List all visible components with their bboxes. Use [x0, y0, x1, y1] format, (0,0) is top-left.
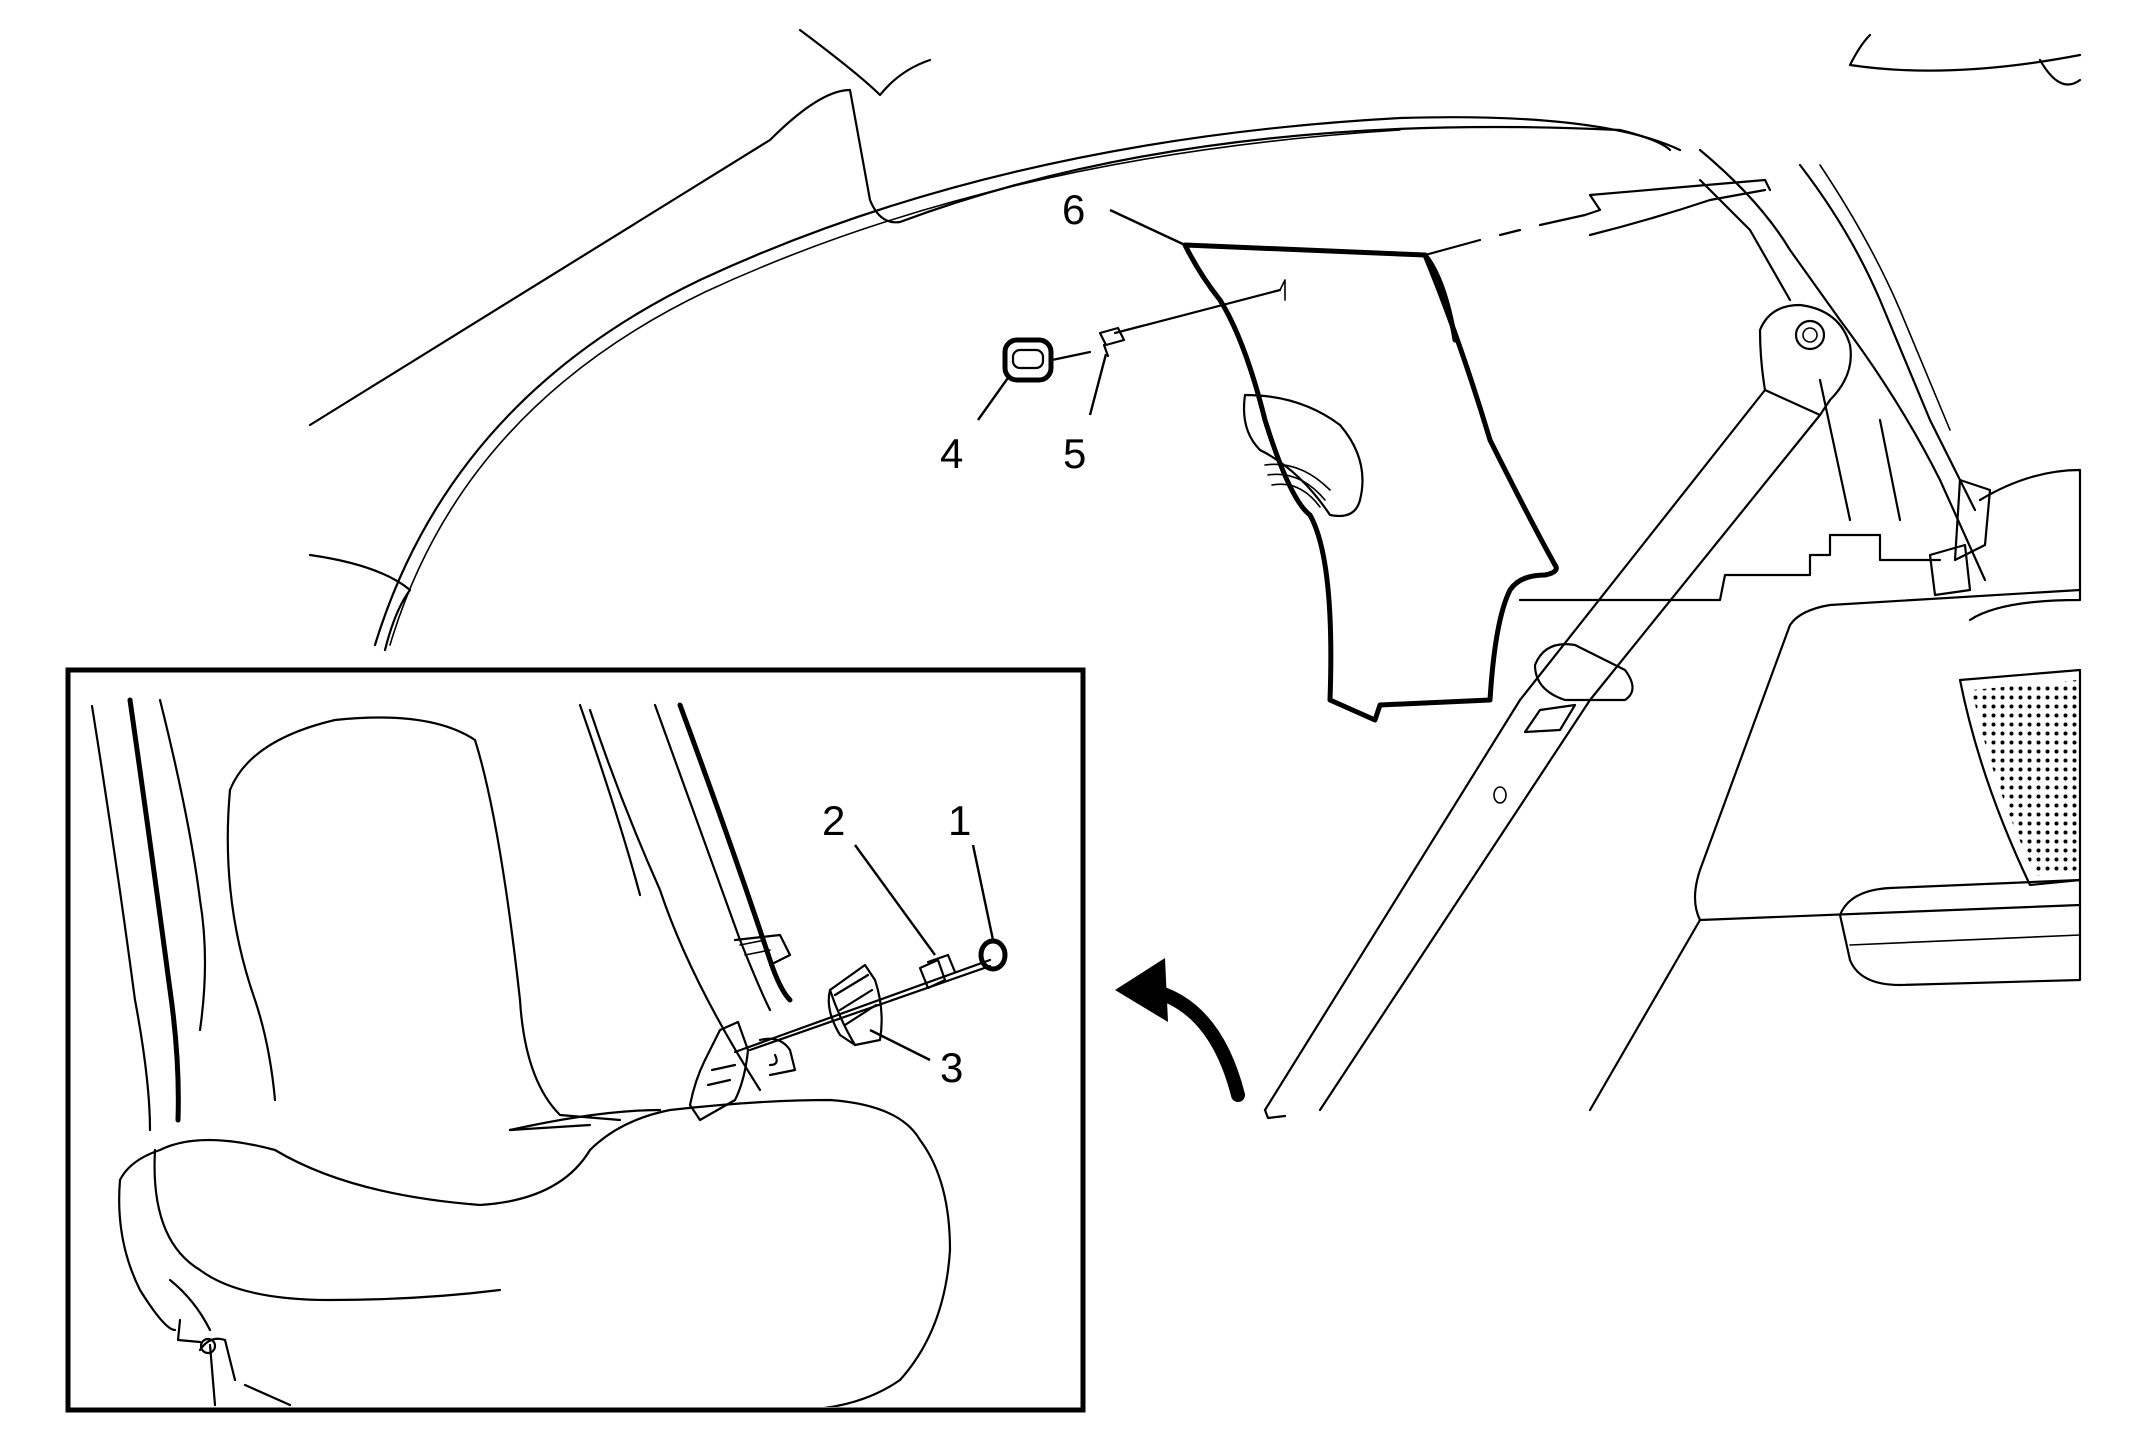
left-quarter-edge — [308, 553, 412, 652]
quarter-trim-panel — [1182, 178, 1772, 723]
callout-6: 6 — [1062, 186, 1085, 233]
callout-5: 5 — [1063, 430, 1086, 477]
belt-guide-d-ring — [1758, 303, 1852, 417]
inset-anchor-plate — [827, 963, 883, 1047]
inset-seat-cushion — [118, 1098, 952, 1407]
inset-seat-belt — [653, 703, 772, 1012]
screw-cover-cap — [1002, 337, 1092, 383]
rear-seat-back — [1968, 468, 2082, 622]
headliner-outline — [308, 88, 1672, 427]
belt-webbing-guide — [1533, 643, 1634, 702]
inset-anchor-bolt — [918, 953, 957, 990]
door-opening-lines — [1698, 178, 1902, 522]
roof-arc — [373, 116, 1682, 647]
seat-belt — [1263, 303, 1852, 1120]
callout-1: 1 — [948, 797, 971, 844]
rear-seat-bracket — [1928, 478, 1992, 597]
trim-panel-screw — [1098, 279, 1286, 358]
callout-2: 2 — [822, 797, 845, 844]
headliner-step-line — [1423, 178, 1772, 257]
seat-step-profile — [1518, 533, 1942, 602]
detail-view-frame: 2 1 3 — [65, 667, 1086, 1413]
door-panel-lower — [1588, 918, 1702, 1112]
headliner-top-edge — [798, 28, 932, 97]
pillar-frame — [1698, 148, 1987, 582]
door-armrest — [1838, 878, 2082, 987]
inset-pillar — [90, 704, 152, 1132]
inset-bolt-axis — [733, 958, 992, 1054]
inset-belt-tongue — [688, 1020, 750, 1122]
pillar-frame-edge — [1819, 164, 1951, 431]
vehicle-interior-view: 6 4 5 — [308, 28, 2082, 1120]
anchor-bolt-upper — [1794, 319, 1826, 351]
pillar-frame-inner — [1798, 163, 1977, 512]
callout-3: 3 — [940, 1044, 963, 1091]
callout-4: 4 — [940, 430, 963, 477]
roof-arc-inner — [389, 129, 1401, 646]
inset-seat-back — [228, 716, 622, 1122]
roof-console — [1848, 33, 2082, 86]
speaker-grille — [1958, 668, 2082, 887]
inset-bolt-cap — [978, 938, 1008, 972]
trim-handle-pocket — [1242, 393, 1364, 518]
door-armrest-edge — [1849, 934, 2081, 946]
curved-arrow-icon — [1115, 958, 1245, 1102]
